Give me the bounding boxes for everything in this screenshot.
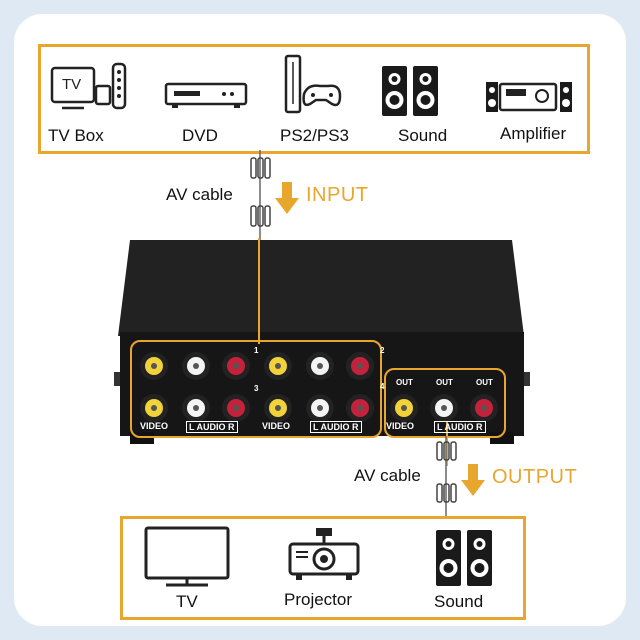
input2-video-jack bbox=[264, 352, 292, 380]
dvd-player-icon bbox=[164, 80, 248, 110]
av-cable-input-icon bbox=[248, 150, 272, 240]
out-label-3: OUT bbox=[476, 378, 493, 387]
input-label-ps2-ps3: PS2/PS3 bbox=[280, 126, 349, 146]
amplifier-icon bbox=[484, 78, 574, 118]
video-label-2: VIDEO bbox=[262, 421, 290, 431]
port-number-1: 1 bbox=[254, 346, 258, 355]
input4-video-jack bbox=[264, 394, 292, 422]
port-number-4: 4 bbox=[380, 382, 384, 391]
audio-label-1: L AUDIO R bbox=[186, 421, 238, 433]
video-label-1: VIDEO bbox=[140, 421, 168, 431]
input2-audio-right-jack bbox=[346, 352, 374, 380]
output-label-tv: TV bbox=[176, 592, 198, 612]
input-label-amplifier: Amplifier bbox=[500, 124, 566, 144]
input-direction-label: INPUT bbox=[306, 184, 369, 207]
tv-icon bbox=[144, 526, 230, 588]
input4-audio-right-jack bbox=[346, 394, 374, 422]
output-arrow-icon bbox=[460, 462, 486, 498]
game-console-icon bbox=[282, 54, 342, 116]
input1-video-jack bbox=[140, 352, 168, 380]
out-label-1: OUT bbox=[396, 378, 413, 387]
port-number-3: 3 bbox=[254, 384, 258, 393]
output-audio-left-jack bbox=[430, 394, 458, 422]
output-video-label: VIDEO bbox=[386, 421, 414, 431]
input-arrow-icon bbox=[274, 180, 300, 216]
input-cable-line bbox=[258, 238, 260, 344]
projector-icon bbox=[286, 526, 362, 584]
input-cable-label: AV cable bbox=[166, 185, 233, 205]
speakers-icon bbox=[434, 528, 494, 588]
input1-audio-left-jack bbox=[182, 352, 210, 380]
input3-video-jack bbox=[140, 394, 168, 422]
input-label-sound: Sound bbox=[398, 126, 447, 146]
output-label-sound: Sound bbox=[434, 592, 483, 612]
input1-audio-right-jack bbox=[222, 352, 250, 380]
audio-label-2: L AUDIO R bbox=[310, 421, 362, 433]
input3-audio-right-jack bbox=[222, 394, 250, 422]
speakers-icon bbox=[380, 64, 440, 118]
tv-box-screen-text: TV bbox=[62, 76, 81, 93]
output-direction-label: OUTPUT bbox=[492, 466, 577, 489]
output-label-projector: Projector bbox=[284, 590, 352, 610]
input2-audio-left-jack bbox=[306, 352, 334, 380]
input-label-dvd: DVD bbox=[182, 126, 218, 146]
av-cable-output-icon bbox=[434, 436, 458, 516]
input-label-tv-box: TV Box bbox=[48, 126, 104, 146]
output-video-jack bbox=[390, 394, 418, 422]
port-number-2: 2 bbox=[380, 346, 384, 355]
output-audio-label: L AUDIO R bbox=[434, 421, 486, 433]
output-audio-right-jack bbox=[470, 394, 498, 422]
output-cable-label: AV cable bbox=[354, 466, 421, 486]
out-label-2: OUT bbox=[436, 378, 453, 387]
input4-audio-left-jack bbox=[306, 394, 334, 422]
input3-audio-left-jack bbox=[182, 394, 210, 422]
